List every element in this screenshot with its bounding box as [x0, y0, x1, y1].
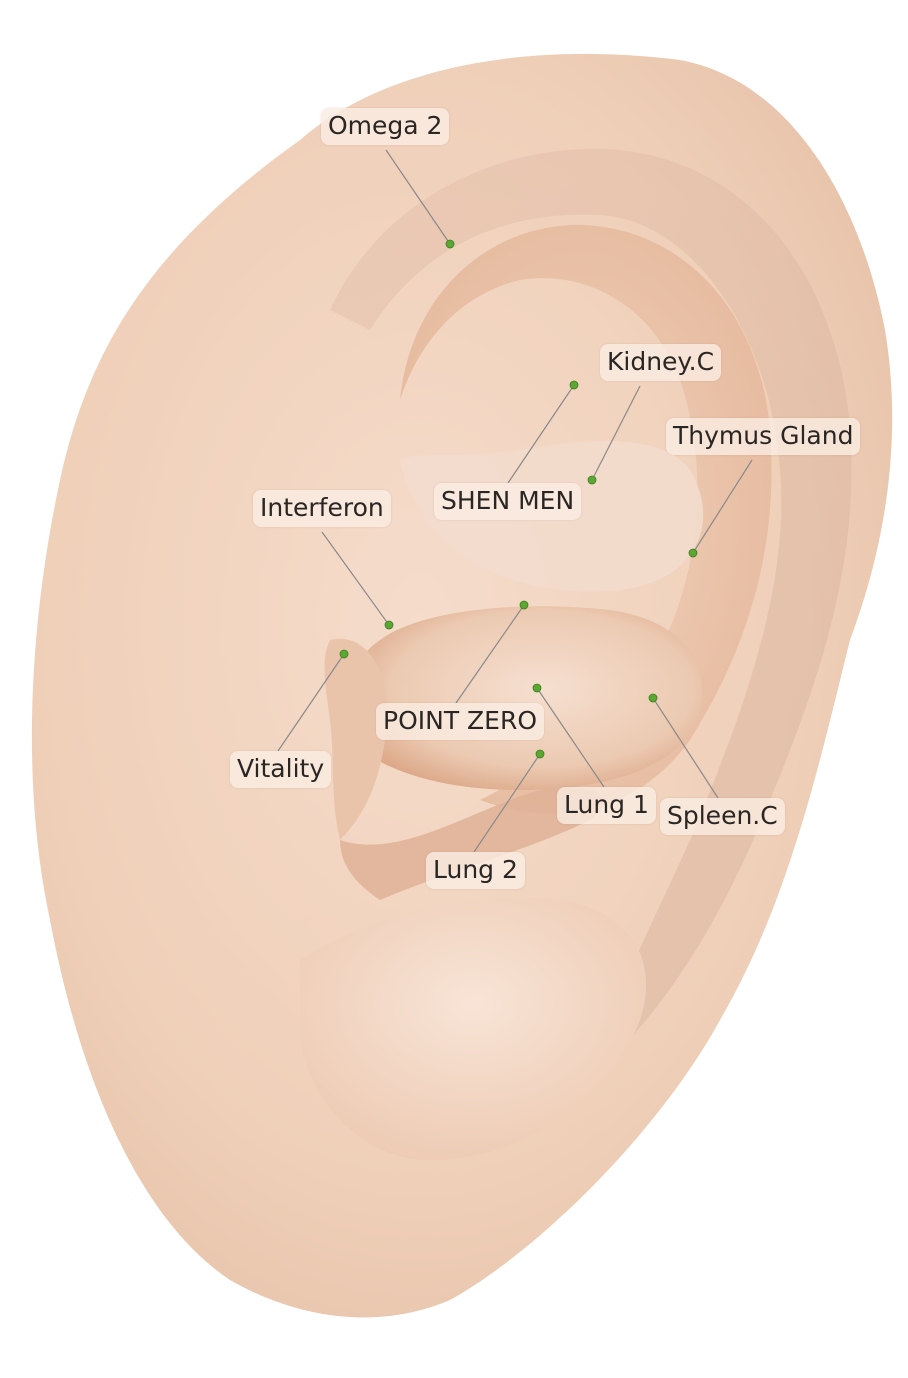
lung-2-leader-line — [473, 753, 541, 853]
thymus-gland-marker — [688, 548, 698, 558]
lung-1-label: Lung 1 — [557, 787, 656, 824]
spleen-c-marker — [648, 693, 658, 703]
omega-2-marker — [445, 239, 455, 249]
interferon-marker — [384, 620, 394, 630]
lung-2-marker — [535, 749, 545, 759]
interferon-label: Interferon — [253, 490, 391, 527]
point-zero-leader-line — [455, 604, 525, 704]
vitality-marker — [339, 649, 349, 659]
vitality-leader-line — [277, 653, 345, 752]
kidney-c-leader-line — [591, 385, 641, 481]
spleen-c-label: Spleen.C — [660, 798, 785, 835]
vitality-label: Vitality — [230, 751, 332, 788]
kidney-c-marker — [587, 475, 597, 485]
spleen-c-leader-line — [652, 697, 719, 799]
point-zero-marker — [519, 600, 529, 610]
antitragus — [340, 787, 604, 900]
shen-men-label: SHEN MEN — [434, 483, 582, 520]
leader-lines — [277, 149, 753, 853]
lung-1-leader-line — [536, 687, 605, 788]
tragus — [324, 638, 388, 840]
thymus-gland-leader-line — [692, 459, 753, 554]
shen-men-marker — [569, 380, 579, 390]
lung-2-label: Lung 2 — [426, 852, 525, 889]
thymus-gland-label: Thymus Gland — [666, 418, 861, 455]
point-zero-label: POINT ZERO — [376, 703, 545, 740]
earlobe — [300, 898, 647, 1160]
omega-2-leader-line — [385, 149, 451, 245]
kidney-c-label: Kidney.C — [600, 344, 722, 381]
point-markers — [339, 239, 698, 759]
interferon-leader-line — [321, 531, 390, 626]
concha — [346, 606, 702, 790]
shen-men-leader-line — [507, 384, 575, 484]
lung-1-marker — [532, 683, 542, 693]
omega-2-label: Omega 2 — [321, 108, 450, 145]
